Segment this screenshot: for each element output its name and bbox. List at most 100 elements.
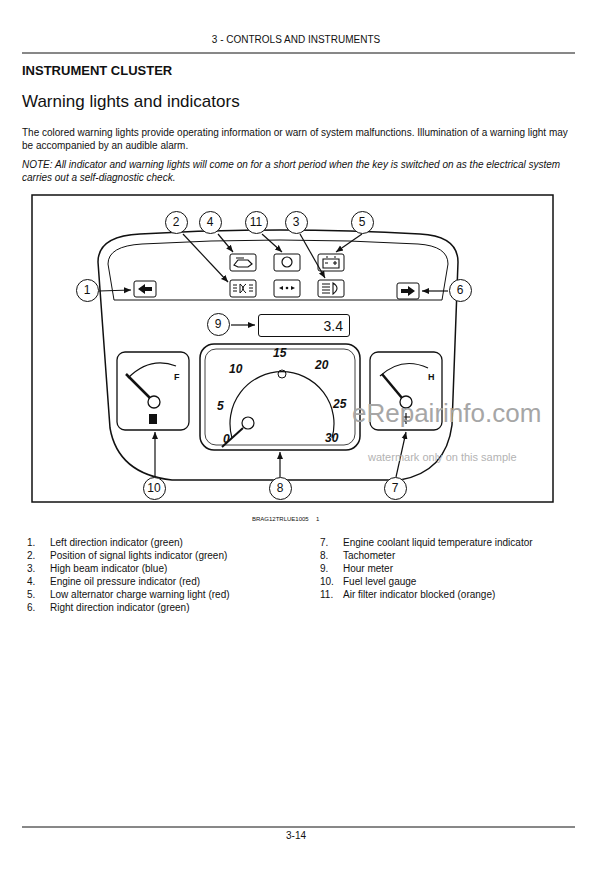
callout-circle: 7 [384, 477, 407, 500]
list-number: 2. [27, 550, 35, 562]
gauge-needle [126, 374, 150, 398]
list-number: 4. [27, 576, 35, 588]
list-text: Position of signal lights indicator (gre… [50, 550, 227, 562]
note-text: NOTE: All indicator and warning lights w… [22, 158, 574, 184]
list-number: 11. [320, 589, 333, 601]
callout-circle: 6 [449, 279, 472, 302]
watermark: eRepairinfo.com [352, 398, 541, 429]
callout-circle: 3 [285, 211, 308, 234]
callout-circle: 11 [245, 211, 268, 234]
scale-number: 5 [217, 399, 224, 413]
callout-number: 7 [392, 481, 399, 495]
callout-number: 4 [207, 215, 214, 229]
list-number: 1. [27, 537, 35, 549]
fuel-pump-symbol [149, 414, 157, 424]
tachometer-housing [200, 344, 360, 450]
callout-number: 6 [457, 283, 464, 297]
callout-circle: 10 [143, 477, 166, 500]
callout-number: 5 [359, 215, 366, 229]
list-number: 5. [27, 589, 35, 601]
scale-number: 15 [273, 346, 286, 360]
indicator-icon [230, 254, 256, 271]
list-number: 7. [320, 537, 328, 549]
scale-number: 30 [325, 431, 338, 445]
callout-circle: 1 [76, 279, 99, 302]
indicator-icon [274, 254, 300, 271]
list-text: Low alternator charge warning light (red… [50, 589, 230, 601]
position-light-symbol [233, 284, 253, 293]
callout-number: 11 [250, 215, 262, 229]
right-arrow-symbol [401, 286, 415, 296]
list-text: Engine coolant liquid temperature indica… [343, 537, 533, 549]
gauge-mark: H [428, 372, 435, 383]
list-text: Engine oil pressure indicator (red) [50, 576, 200, 588]
callout-number: 2 [173, 215, 180, 229]
callout-number: 3 [293, 215, 300, 229]
callout-number: 8 [277, 481, 284, 495]
callout-circle: 5 [351, 211, 374, 234]
hour-meter-display: 3.4 [258, 314, 350, 337]
list-text: Fuel level gauge [343, 576, 416, 588]
list-text: Right direction indicator (green) [50, 602, 190, 614]
hazard-symbol [279, 286, 295, 290]
scale-number: 20 [315, 358, 328, 372]
figure-frame [32, 195, 553, 502]
gauge-mark: F [174, 372, 180, 383]
watermark: watermark only on this sample [368, 451, 517, 464]
list-number: 10. [320, 576, 334, 588]
air-filter-symbol [282, 257, 292, 267]
body-text: The colored warning lights provide opera… [22, 126, 574, 152]
battery-symbol [323, 257, 339, 268]
footer-rule [22, 827, 575, 828]
list-number: 3. [27, 563, 35, 575]
left-arrow-symbol [138, 284, 152, 294]
image-code: BRAG12TRLUE1005 [252, 516, 309, 523]
callout-circle: 2 [165, 211, 188, 234]
callout-number: 10 [147, 481, 160, 495]
gauge-scale [380, 364, 428, 377]
oil-can-symbol [234, 258, 252, 267]
tachometer-scale [230, 372, 334, 438]
callout-circle: 9 [207, 313, 230, 336]
callout-number: 9 [215, 317, 222, 331]
fuel-gauge-housing [117, 352, 189, 430]
list-number: 6. [27, 602, 35, 614]
indicator-icon [318, 280, 344, 297]
scale-number: 25 [333, 397, 346, 411]
list-text: Air filter indicator blocked (orange) [343, 589, 495, 601]
page-header: 3 - CONTROLS AND INSTRUMENTS [212, 34, 380, 46]
gauge-hub [148, 396, 160, 408]
indicator-icon [134, 281, 156, 297]
list-text: Hour meter [343, 563, 393, 575]
indicator-icon [397, 283, 419, 299]
high-beam-symbol [322, 283, 337, 294]
list-number: 8. [320, 550, 328, 562]
subsection-heading: Warning lights and indicators [22, 92, 240, 112]
list-text: Tachometer [343, 550, 395, 562]
tachometer-hub [242, 417, 254, 429]
leader-lines [99, 234, 448, 477]
gauge-scale [128, 363, 176, 378]
brand-logo [278, 370, 286, 378]
callout-circle: 4 [199, 211, 222, 234]
page-number: 3-14 [286, 830, 306, 842]
hour-reading: 3.4 [324, 318, 343, 334]
tachometer-needle [222, 428, 243, 447]
scale-number: 10 [229, 362, 242, 376]
callout-circle: 8 [269, 477, 292, 500]
indicator-icon [230, 280, 256, 297]
hazard-symbol [286, 287, 289, 290]
scale-number: 0 [223, 432, 230, 446]
list-text: High beam indicator (blue) [50, 563, 167, 575]
gauge-needle [382, 374, 402, 398]
list-text: Left direction indicator (green) [50, 537, 183, 549]
tachometer-housing [205, 349, 355, 445]
section-title: INSTRUMENT CLUSTER [22, 63, 172, 79]
image-code: 1 [316, 516, 319, 523]
callout-number: 1 [84, 283, 91, 297]
list-number: 9. [320, 563, 328, 575]
header-rule [22, 53, 575, 54]
indicator-icon [318, 254, 344, 271]
indicator-icon [274, 280, 300, 297]
cluster-housing [98, 230, 458, 480]
